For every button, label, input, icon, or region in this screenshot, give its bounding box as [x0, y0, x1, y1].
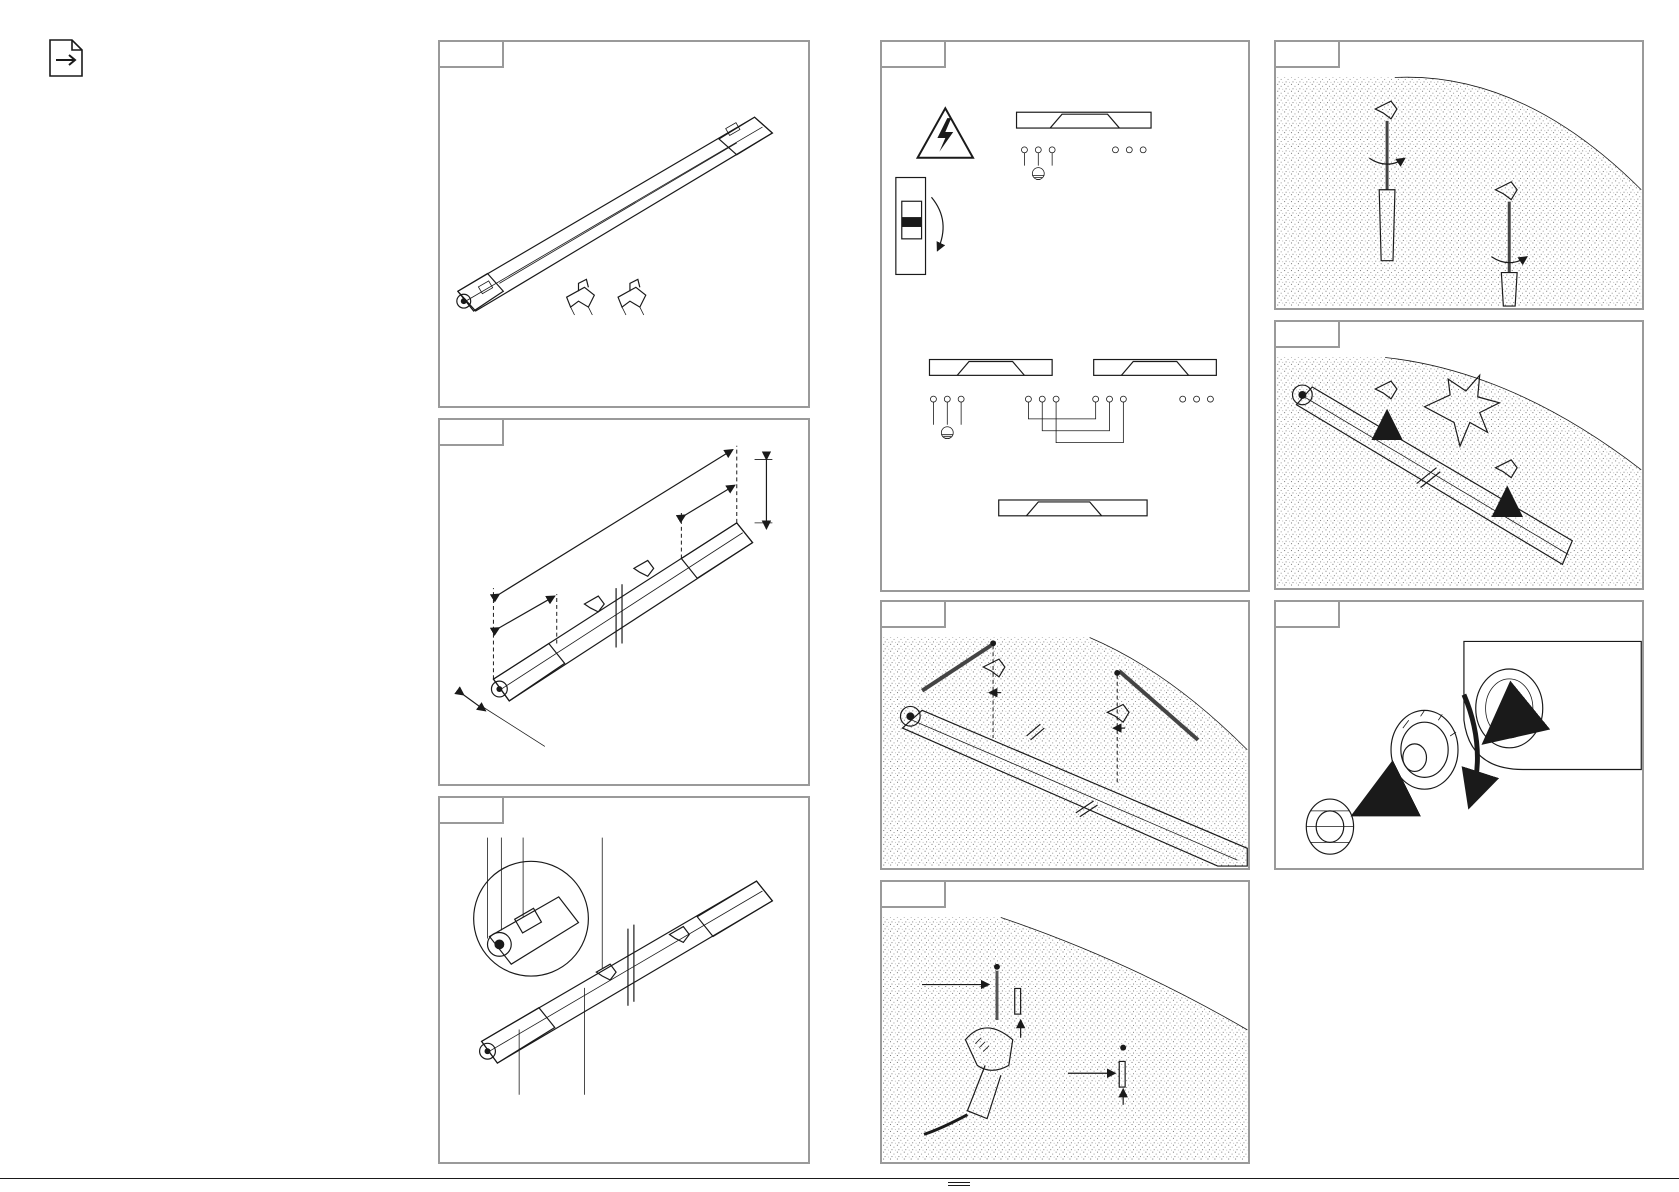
panel-wiring: [880, 40, 1250, 592]
end-cap-icon: [1391, 710, 1458, 789]
screwing-clips-illustration: [1276, 42, 1642, 308]
panel-drill: [880, 880, 1250, 1164]
panel-cable-gland: [1274, 600, 1644, 870]
luminaire-dimension-illustration: [440, 420, 808, 784]
panel-contents: [438, 40, 810, 408]
cable-gland-illustration: [1276, 602, 1642, 868]
cable-gland-nut-icon: [1306, 799, 1353, 854]
panel-mark-holes: [880, 600, 1250, 870]
snap-in-illustration: [1276, 322, 1642, 588]
circuit-breaker-icon: [896, 178, 943, 275]
ground-symbol-icon: [941, 427, 953, 439]
panel-screw-clips: [1274, 40, 1644, 310]
drilling-illustration: [882, 882, 1248, 1162]
panel-snap-in: [1274, 320, 1644, 590]
luminaire-components-illustration: [440, 798, 808, 1162]
marking-ceiling-illustration: [882, 602, 1248, 868]
panel-components: [438, 796, 810, 1164]
luminaire-with-clips-illustration: [440, 42, 808, 406]
panel-dimensions: [438, 418, 810, 786]
mounting-clip: [567, 279, 595, 315]
document-arrow-icon: [48, 38, 84, 78]
electrical-hazard-icon: [918, 108, 973, 157]
mounting-clip: [618, 279, 646, 315]
wiring-diagram-illustration: [882, 42, 1248, 590]
footer-mark: [948, 1182, 970, 1186]
footer-rule: [0, 1178, 1679, 1179]
ground-symbol-icon: [1032, 168, 1044, 180]
